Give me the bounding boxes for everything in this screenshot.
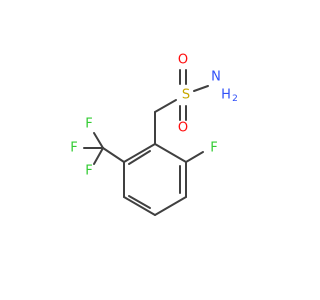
benzene-ring — [123, 143, 187, 216]
atom-fluorine-cf3-upper: F — [85, 117, 92, 132]
bond-c-f-upper — [93, 132, 104, 149]
atom-nitrogen-hydrogen-count: 2 — [232, 94, 238, 104]
atom-fluorine-cf3-lower: F — [85, 164, 92, 179]
atom-oxygen-lower: O — [178, 121, 188, 136]
bond-c-f-lower — [93, 147, 104, 165]
ring-double-bond-inner-left — [128, 150, 151, 165]
atom-sulfur: S — [182, 88, 190, 103]
ring-bond-c1-c2 — [154, 143, 187, 163]
structure-svg: S O O N H 2 F F F F — [70, 53, 238, 216]
atom-fluorine-ring: F — [210, 141, 217, 156]
atom-oxygen-upper: O — [178, 53, 188, 68]
ring-bond-c6-c1 — [123, 143, 156, 163]
bond-ring-cf3 — [102, 147, 125, 163]
atom-fluorine-cf3-left: F — [70, 141, 77, 156]
bond-ch2-s — [154, 99, 177, 113]
bond-s-n — [193, 85, 209, 92]
atom-nitrogen: N — [211, 70, 221, 85]
ring-bond-c4-c5 — [123, 196, 156, 216]
molecule-diagram: S O O N H 2 F F F F — [70, 53, 238, 216]
ring-double-bond-inner-bottom — [128, 195, 151, 209]
ring-bond-c3-c4 — [154, 196, 187, 216]
atom-nitrogen-hydrogen: H — [221, 88, 231, 103]
bond-ring-f — [185, 151, 204, 163]
